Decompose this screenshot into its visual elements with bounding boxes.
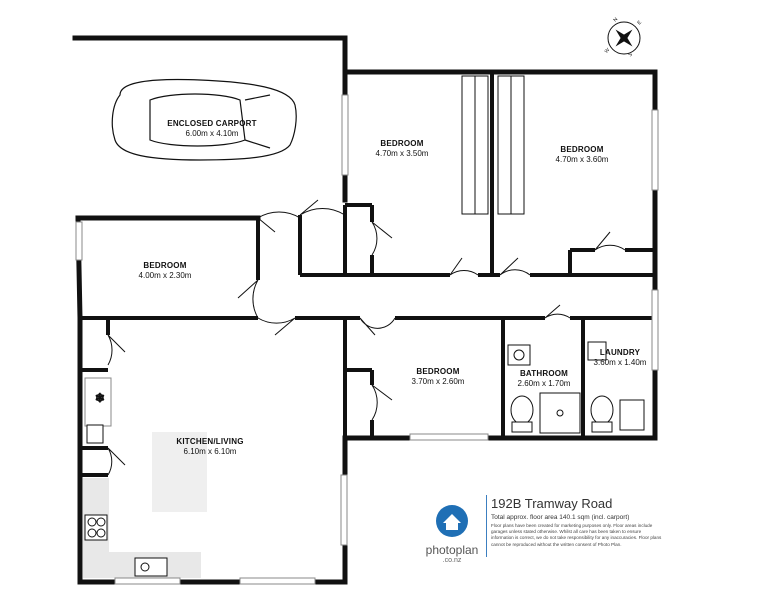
room-name: ENCLOSED CARPORT <box>167 119 257 128</box>
disclaimer-text: Floor plans have been created for market… <box>491 523 662 547</box>
room-size: 2.60m x 1.70m <box>517 379 571 388</box>
room-size: 4.00m x 2.30m <box>138 271 192 280</box>
property-address: 192B Tramway Road <box>491 496 613 511</box>
room-label-bedroom-left: BEDROOM 4.00m x 2.30m <box>125 261 205 281</box>
house-pin-icon <box>436 505 468 537</box>
info-divider <box>486 495 487 557</box>
room-name: BEDROOM <box>380 139 424 148</box>
room-label-enclosed-carport: ENCLOSED CARPORT 6.00m x 4.10m <box>160 119 264 139</box>
windows <box>75 94 659 585</box>
room-label-laundry: LAUNDRY 3.60m x 1.40m <box>586 348 654 368</box>
interior-walls <box>80 72 655 477</box>
room-label-kitchen-living: KITCHEN/LIVING 6.10m x 6.10m <box>168 437 252 457</box>
room-name: LAUNDRY <box>599 348 641 357</box>
room-label-bedroom-top-right: BEDROOM 4.70m x 3.60m <box>542 145 622 165</box>
logo-tld-text: .co.nz <box>442 557 462 564</box>
door-swings <box>107 199 626 476</box>
car-outline <box>111 78 297 161</box>
room-label-bedroom-lower-mid: BEDROOM 3.70m x 2.60m <box>398 367 478 387</box>
logo-brand-text: photoplan <box>425 543 479 557</box>
room-name: BATHROOM <box>519 369 569 378</box>
room-label-bedroom-top-mid: BEDROOM 4.70m x 3.50m <box>362 139 442 159</box>
compass-rose <box>607 21 641 55</box>
room-name: BEDROOM <box>416 367 460 376</box>
room-label-bathroom: BATHROOM 2.60m x 1.70m <box>508 369 580 389</box>
room-size: 6.10m x 6.10m <box>183 447 237 456</box>
room-size: 3.70m x 2.60m <box>411 377 465 386</box>
counter-areas <box>83 377 207 578</box>
kitchen-fixtures: ❄ <box>84 391 168 577</box>
wardrobes <box>461 75 525 215</box>
photoplan-logo: photoplan .co.nz <box>421 499 483 575</box>
floor-area-text: Total approx. floor area 140.1 sqm (incl… <box>491 514 630 521</box>
room-size: 4.70m x 3.60m <box>555 155 609 164</box>
room-size: 6.00m x 4.10m <box>185 129 239 138</box>
room-name: BEDROOM <box>560 145 604 154</box>
room-name: BEDROOM <box>143 261 187 270</box>
room-name: KITCHEN/LIVING <box>176 437 244 446</box>
svg-text:❄: ❄ <box>95 391 105 405</box>
bathroom-fixtures <box>507 341 645 434</box>
room-size: 4.70m x 3.50m <box>375 149 429 158</box>
room-size: 3.60m x 1.40m <box>593 358 647 367</box>
